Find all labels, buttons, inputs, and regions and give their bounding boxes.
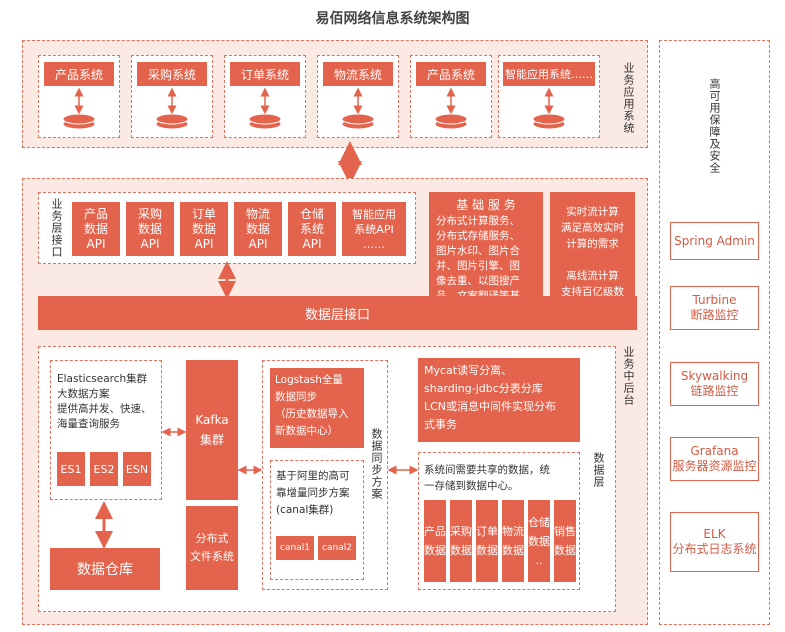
system-order: 订单系统 — [230, 62, 300, 86]
ha-spring-admin: Spring Admin — [670, 222, 759, 260]
ha-skywalking: Skywalking 链路监控 — [670, 362, 759, 406]
es-node-1: ES1 — [57, 452, 85, 486]
system-product: 产品系统 — [44, 62, 114, 86]
data-item-order: 订单 数据 — [476, 500, 498, 582]
ha-grafana: Grafana 服务器资源监控 — [670, 437, 759, 481]
data-item-logistics: 物流 数据 — [502, 500, 524, 582]
system-logistics: 物流系统 — [323, 62, 393, 86]
canal-node-2: canal2 — [318, 536, 356, 560]
system-purchase: 采购系统 — [137, 62, 207, 86]
ha-column — [659, 40, 770, 625]
ha-turbine: Turbine 断路监控 — [670, 286, 759, 330]
backend-label: 业务中后台 — [622, 346, 635, 406]
data-layer-label: 数据层 — [592, 452, 605, 488]
system-smart-app: 智能应用系统…… — [503, 62, 595, 86]
system-product-2: 产品系统 — [416, 62, 486, 86]
canal-node-1: canal1 — [276, 536, 314, 560]
api-product: 产品 数据 API — [72, 202, 120, 256]
api-warehouse: 仓储 系统 API — [288, 202, 336, 256]
kafka-cluster: Kafka 集群 — [186, 360, 238, 500]
realtime-stream: 实时流计算 满足高效实时 计算的需求 — [561, 206, 624, 250]
data-item-sales: 销售 数据 — [554, 500, 576, 582]
canal-group — [270, 460, 364, 580]
api-logistics: 物流 数据 API — [234, 202, 282, 256]
ha-elk: ELK 分布式日志系统 — [670, 512, 759, 572]
es-node-n: ESN — [123, 452, 151, 486]
es-node-2: ES2 — [90, 452, 118, 486]
distributed-file-system: 分布式 文件系统 — [186, 506, 238, 590]
data-interface-bar: 数据层接口 — [38, 296, 637, 330]
api-purchase: 采购 数据 API — [126, 202, 174, 256]
data-item-product: 产品 数据 — [424, 500, 446, 582]
data-item-warehouse: 仓储 数据 .. — [528, 500, 550, 582]
data-layer-text: 系统间需要共享的数据，统 一存储到数据中心。 — [424, 464, 550, 492]
sync-label: 数据同步方案 — [370, 428, 383, 500]
data-item-purchase: 采购 数据 — [450, 500, 472, 582]
business-systems-label: 业务应用系统 — [622, 62, 635, 134]
api-order: 订单 数据 API — [180, 202, 228, 256]
data-warehouse: 数据仓库 — [50, 548, 160, 590]
diagram-title: 易佰网络信息系统架构图 — [315, 11, 470, 27]
mycat-sharding: Mycat读写分离、 sharding-jdbc分表分库 LCN或消息中间件实现… — [418, 358, 580, 442]
base-services-title: 基 础 服 务 — [456, 198, 516, 212]
logstash-sync: Logstash全量 数据同步 （历史数据导入 新数据中心） — [270, 368, 364, 448]
es-cluster-text: Elasticsearch集群 大数据方案 提供高并发、快速、 海量查询服务 — [57, 373, 152, 430]
business-interface-label: 业务层接口 — [50, 198, 63, 258]
canal-text: 基于阿里的高可 靠增量同步方案 (canal集群) — [276, 470, 350, 516]
api-smart-app: 智能应用 系统API …… — [342, 202, 406, 256]
ha-label: 高可用保障及安全 — [708, 78, 721, 174]
